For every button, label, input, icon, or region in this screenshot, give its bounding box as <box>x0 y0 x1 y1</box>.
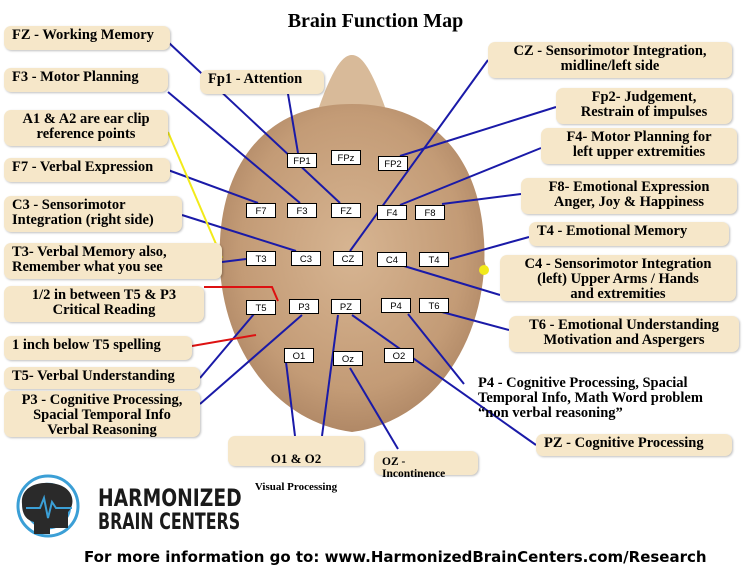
label-t5-p3-midpoint: 1/2 in between T5 & P3 Critical Reading <box>4 286 204 322</box>
electrode-f3: F3 <box>287 203 317 218</box>
label-t4: T4 - Emotional Memory <box>529 222 729 246</box>
label-below-t5: 1 inch below T5 spelling <box>4 336 192 360</box>
label-a1-a2: A1 & A2 are ear clip reference points <box>4 110 168 146</box>
label-cz: CZ - Sensorimotor Integration, midline/l… <box>488 42 732 78</box>
label-f7: F7 - Verbal Expression <box>4 158 170 182</box>
logo-text-line2: BRAIN CENTERS <box>98 510 241 535</box>
label-fp2: Fp2- Judgement, Restrain of impulses <box>556 88 732 124</box>
label-f8: F8- Emotional Expression Anger, Joy & Ha… <box>521 178 737 214</box>
electrode-o2: O2 <box>384 348 414 363</box>
electrode-fp2: FP2 <box>378 156 408 171</box>
ear-clip-dot <box>479 265 489 275</box>
logo-text-line1: HARMONIZED <box>98 484 242 512</box>
electrode-fz: FZ <box>331 203 361 218</box>
label-t3: T3- Verbal Memory also, Remember what yo… <box>4 243 222 279</box>
label-f3: F3 - Motor Planning <box>4 68 168 92</box>
electrode-fp1: FP1 <box>287 153 317 168</box>
electrode-t4: T4 <box>419 252 449 267</box>
electrode-oz: Oz <box>333 351 363 366</box>
label-f4: F4- Motor Planning for left upper extrem… <box>541 128 737 164</box>
electrode-p4: P4 <box>381 298 411 313</box>
label-fp1: Fp1 - Attention <box>200 70 324 94</box>
page-title: Brain Function Map <box>287 10 464 32</box>
electrode-t3: T3 <box>246 251 276 266</box>
label-o1-o2-subtitle: Visual Processing <box>254 481 338 493</box>
footer-info: For more information go to: www.Harmoniz… <box>84 548 707 566</box>
electrode-f8: F8 <box>415 205 445 220</box>
label-p4: P4 - Cognitive Processing, Spacial Tempo… <box>478 375 703 421</box>
electrode-cz: CZ <box>333 251 363 266</box>
label-c3: C3 - Sensorimotor Integration (right sid… <box>4 196 182 232</box>
electrode-c4: C4 <box>377 252 407 267</box>
electrode-f7: F7 <box>246 203 276 218</box>
electrode-c3: C3 <box>291 251 321 266</box>
electrode-o1: O1 <box>284 348 314 363</box>
label-t5: T5- Verbal Understanding <box>4 367 200 389</box>
label-p3: P3 - Cognitive Processing, Spacial Tempo… <box>4 391 200 438</box>
label-oz: OZ - Incontinence <box>374 451 478 480</box>
label-o1-o2-title: O1 & O2 <box>270 451 322 466</box>
label-t6: T6 - Emotional Understanding Motivation … <box>509 316 739 352</box>
connector-lines <box>167 41 557 450</box>
nose <box>318 55 386 110</box>
electrode-t6: T6 <box>419 298 449 313</box>
label-pz: PZ - Cognitive Processing <box>536 434 732 456</box>
label-o1-o2: O1 & O2 Visual Processing <box>228 436 364 493</box>
electrode-pz: PZ <box>331 299 361 314</box>
electrode-t5: T5 <box>246 300 276 315</box>
label-fz: FZ - Working Memory <box>4 26 170 50</box>
electrode-f4: F4 <box>377 205 407 220</box>
label-c4: C4 - Sensorimotor Integration (left) Upp… <box>500 255 736 302</box>
electrode-p3: P3 <box>289 299 319 314</box>
logo-icon <box>16 474 80 538</box>
electrode-fpz: FPz <box>331 150 361 165</box>
